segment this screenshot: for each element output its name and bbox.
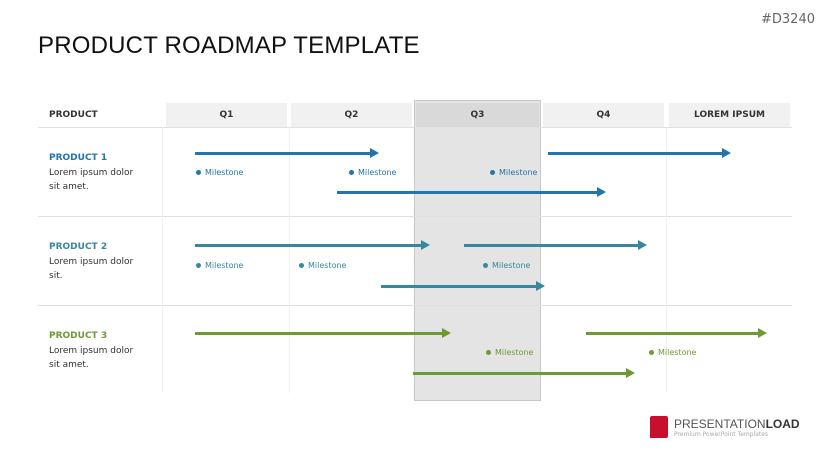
- header-q4: Q4: [543, 103, 664, 127]
- divider: [38, 305, 792, 306]
- column-divider: [666, 127, 667, 393]
- milestone-dot-icon: [196, 263, 201, 268]
- logo-mark-icon: [650, 416, 668, 438]
- milestone-dot-icon: [486, 350, 491, 355]
- timeline-arrow: [586, 328, 767, 338]
- header-lorem-ipsum: LOREM IPSUM: [669, 103, 790, 127]
- milestone: Milestone: [196, 261, 243, 270]
- product-1-desc: Lorem ipsum dolor sit amet.: [49, 168, 134, 192]
- template-code: #D3240: [761, 12, 815, 27]
- milestone: Milestone: [483, 261, 530, 270]
- milestone-dot-icon: [490, 170, 495, 175]
- header-q2: Q2: [291, 103, 412, 127]
- timeline-arrow: [195, 240, 430, 250]
- milestone: Milestone: [299, 261, 346, 270]
- column-divider: [162, 127, 163, 393]
- timeline-arrow: [337, 187, 606, 197]
- timeline-arrow: [195, 328, 451, 338]
- milestone: Milestone: [349, 168, 396, 177]
- timeline-arrow: [413, 368, 635, 378]
- milestone-dot-icon: [349, 170, 354, 175]
- presentationload-logo: PRESENTATIONLOAD Premium PowerPoint Temp…: [650, 416, 800, 438]
- product-2-name: PRODUCT 2: [49, 242, 108, 252]
- page-title: PRODUCT ROADMAP TEMPLATE: [38, 32, 420, 59]
- product-3-name: PRODUCT 3: [49, 331, 108, 341]
- q3-highlight: [414, 100, 541, 401]
- timeline-arrow: [548, 148, 731, 158]
- product-1-name: PRODUCT 1: [49, 153, 108, 163]
- header-q1: Q1: [166, 103, 287, 127]
- milestone: Milestone: [486, 348, 533, 357]
- milestone: Milestone: [490, 168, 537, 177]
- milestone: Milestone: [196, 168, 243, 177]
- product-2-desc: Lorem ipsum dolor sit.: [49, 257, 134, 281]
- milestone: Milestone: [649, 348, 696, 357]
- timeline-arrow: [464, 240, 647, 250]
- timeline-arrow: [195, 148, 379, 158]
- column-divider: [289, 127, 290, 393]
- timeline-arrow: [381, 281, 545, 291]
- milestone-dot-icon: [483, 263, 488, 268]
- header-product: PRODUCT: [49, 110, 98, 120]
- milestone-dot-icon: [196, 170, 201, 175]
- milestone-dot-icon: [649, 350, 654, 355]
- product-3-desc: Lorem ipsum dolor sit amet.: [49, 346, 134, 370]
- header-q3: Q3: [416, 103, 539, 127]
- divider: [38, 127, 792, 128]
- milestone-dot-icon: [299, 263, 304, 268]
- divider: [38, 216, 792, 217]
